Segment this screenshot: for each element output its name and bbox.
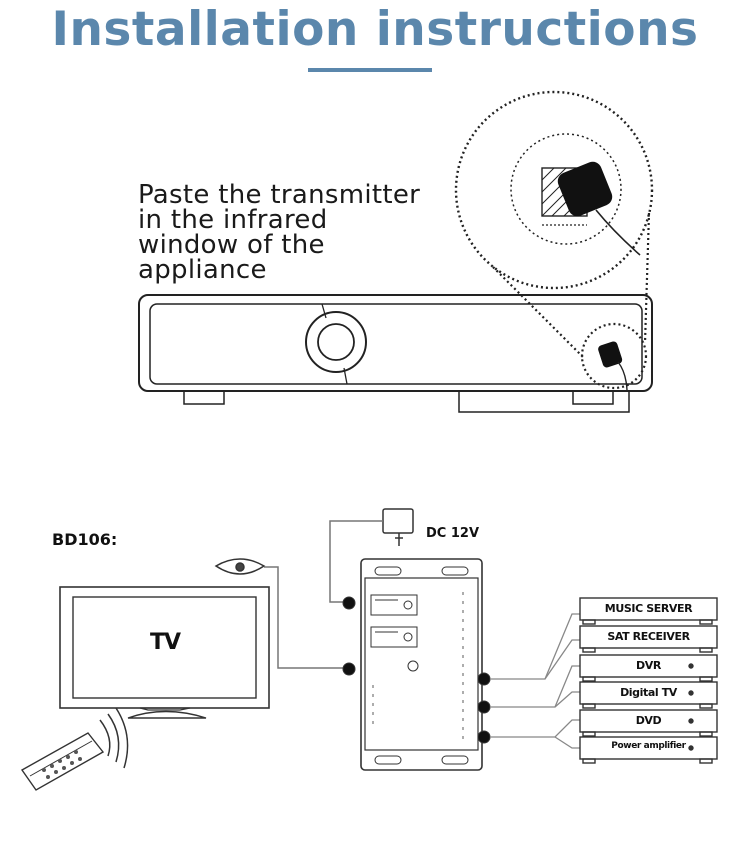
appliance-foot [183,390,225,405]
device-label-power-amplifier: Power amplifier [611,741,686,751]
install-note-line: appliance [138,255,267,285]
device-label-dvr: DVR [636,659,661,672]
tv-icon [59,586,270,719]
ir-emitter-cables [490,613,580,749]
power-adapter-icon [329,508,414,603]
title-underline [308,68,432,72]
device-label-dvd: DVD [635,714,662,727]
ir-receiver-icon [214,558,347,669]
install-note: Paste the transmitter in the infrared wi… [138,180,468,285]
remote-control-icon [20,707,129,791]
appliance-knob-icon [305,311,367,373]
ir-transmitter-icon [557,161,641,391]
tv-label: TV [150,630,181,655]
ir-window-zoom [454,90,654,390]
install-note-line: in the infrared [138,205,328,235]
device-label-digital-tv: Digital TV [620,686,677,699]
device-label-music-server: MUSIC SERVER [604,602,693,615]
model-label: BD106: [52,530,118,549]
device-label-sat-receiver: SAT RECEIVER [607,630,690,643]
power-label: DC 12V [426,526,480,541]
device-boxes [579,597,718,764]
appliance-drawing [138,294,653,413]
ir-hub-icon [360,558,483,771]
install-note-line: Paste the transmitter [138,180,421,210]
page-title: Installation instructions [51,2,699,57]
install-note-line: window of the [138,230,325,260]
appliance-foot [572,390,614,405]
